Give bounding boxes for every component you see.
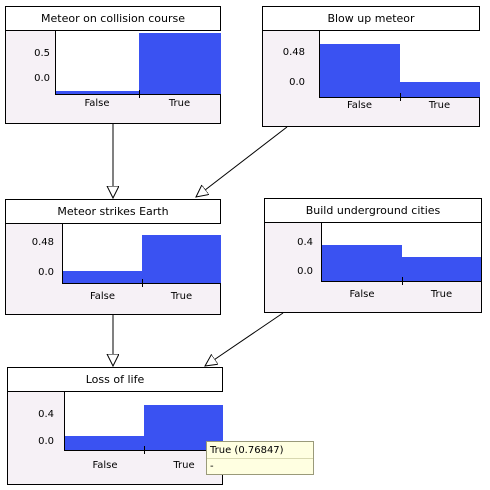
y-axis [62, 224, 63, 283]
probability-plot [64, 392, 223, 454]
x-axis [55, 94, 221, 95]
node-title: Build underground cities [265, 199, 481, 223]
x-axis [321, 281, 481, 282]
x-label-false: False [89, 291, 116, 302]
bar-true [142, 235, 221, 283]
node-title: Meteor on collision course [6, 7, 220, 31]
bar-false [322, 245, 402, 281]
y-tick-label: 0.4 [38, 409, 54, 420]
tooltip-detail: - [210, 461, 214, 472]
y-axis [55, 31, 56, 94]
y-axis [319, 31, 320, 97]
node-meteor-on-collision-course[interactable]: Meteor on collision course 0.5 0.0 False… [5, 6, 221, 124]
edge-blowup-to-strikes [196, 126, 288, 197]
node-title: Loss of life [8, 368, 222, 392]
y-tick-label: 0.0 [297, 266, 313, 277]
tooltip-separator [207, 458, 313, 459]
bar-false [65, 436, 144, 450]
x-label-true: True [170, 291, 193, 302]
node-blow-up-meteor[interactable]: Blow up meteor 0.48 0.0 False True [262, 6, 480, 127]
node-meteor-strikes-earth[interactable]: Meteor strikes Earth 0.48 0.0 False True [5, 199, 221, 315]
x-axis [319, 97, 480, 98]
probability-plot [55, 31, 221, 98]
bar-true [402, 257, 481, 281]
y-tick-label: 0.0 [289, 77, 305, 88]
node-build-underground-cities[interactable]: Build underground cities 0.4 0.0 False T… [264, 198, 482, 313]
x-label-true: True [173, 460, 195, 471]
y-tick-label: 0.0 [34, 73, 50, 84]
probability-plot [321, 223, 481, 285]
x-label-false: False [349, 289, 375, 300]
node-title: Meteor strikes Earth [6, 200, 220, 224]
x-label-false: False [92, 460, 118, 471]
probability-plot [62, 224, 221, 287]
value-tooltip: True (0.76847) - [206, 441, 314, 475]
edge-underground-to-loss [205, 312, 284, 366]
y-tick-label: 0.48 [31, 237, 54, 248]
y-tick-label: 0.0 [38, 436, 54, 447]
bar-true [139, 33, 221, 94]
y-tick-label: 0.0 [38, 267, 54, 278]
y-axis [321, 223, 322, 281]
y-tick-label: 0.5 [34, 48, 50, 59]
x-axis [64, 450, 223, 451]
bar-false [56, 91, 139, 94]
bar-false [320, 44, 400, 97]
probability-plot [319, 31, 480, 101]
x-label-false: False [84, 98, 110, 109]
node-loss-of-life[interactable]: Loss of life 0.4 0.0 False True [7, 367, 223, 485]
x-axis [62, 283, 221, 284]
x-label-true: True [428, 100, 451, 111]
bar-false [63, 271, 142, 283]
y-tick-label: 0.48 [282, 47, 305, 58]
tooltip-value: True (0.76847) [210, 445, 284, 456]
x-label-true: True [430, 289, 453, 300]
y-tick-label: 0.4 [297, 237, 313, 248]
node-title: Blow up meteor [263, 7, 479, 31]
x-label-true: True [168, 98, 191, 109]
bar-true [400, 82, 480, 97]
y-axis [64, 392, 65, 450]
x-label-false: False [346, 100, 373, 111]
